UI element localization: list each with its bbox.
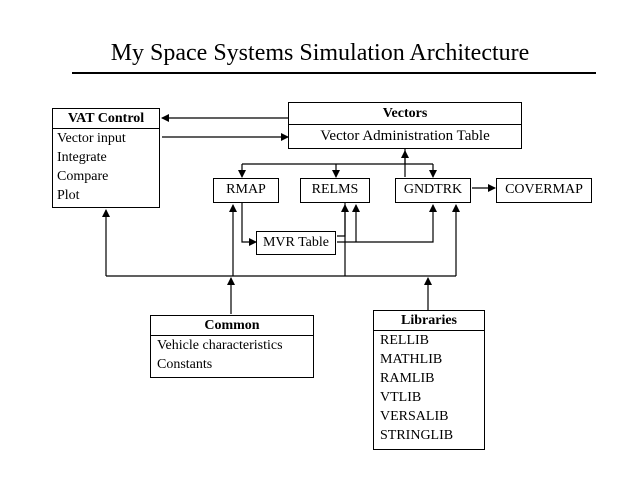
- vat-control-box: VAT Control Vector input Integrate Compa…: [52, 108, 160, 208]
- libraries-title: Libraries: [374, 311, 484, 331]
- vat-item-integrate: Integrate: [57, 150, 107, 165]
- covermap-box: COVERMAP: [496, 178, 592, 203]
- libraries-box: Libraries RELLIB MATHLIB RAMLIB VTLIB VE…: [373, 310, 485, 450]
- common-item-vehicle: Vehicle characteristics: [157, 338, 283, 353]
- vectors-subtitle: Vector Administration Table: [320, 128, 490, 144]
- vat-item-vector-input: Vector input: [57, 131, 126, 146]
- library-stringlib: STRINGLIB: [380, 428, 454, 443]
- diagram-title: My Space Systems Simulation Architecture: [110, 40, 530, 66]
- gndtrk-box: GNDTRK: [395, 178, 471, 203]
- library-rellib: RELLIB: [380, 333, 429, 348]
- arrow-rmap-to-mvr: [241, 203, 257, 246]
- library-versalib: VERSALIB: [380, 409, 449, 424]
- common-box: Common Vehicle characteristics Constants: [150, 315, 314, 378]
- vat-control-title: VAT Control: [53, 109, 159, 129]
- line-mvr-right: [337, 203, 346, 237]
- title-underline: [72, 72, 596, 74]
- common-item-constants: Constants: [157, 357, 213, 372]
- vat-item-compare: Compare: [57, 169, 109, 184]
- vectors-title: Vectors: [289, 103, 521, 125]
- library-mathlib: MATHLIB: [380, 352, 443, 367]
- line-mvr-gndtrk: [337, 204, 437, 243]
- vectors-box: Vectors Vector Administration Table: [288, 102, 522, 149]
- relms-box: RELMS: [300, 178, 370, 203]
- common-title: Common: [151, 316, 313, 336]
- vat-item-plot: Plot: [57, 188, 80, 203]
- library-ramlib: RAMLIB: [380, 371, 435, 386]
- library-vtlib: VTLIB: [380, 390, 422, 405]
- rmap-box: RMAP: [213, 178, 279, 203]
- mvr-table-box: MVR Table: [256, 231, 336, 255]
